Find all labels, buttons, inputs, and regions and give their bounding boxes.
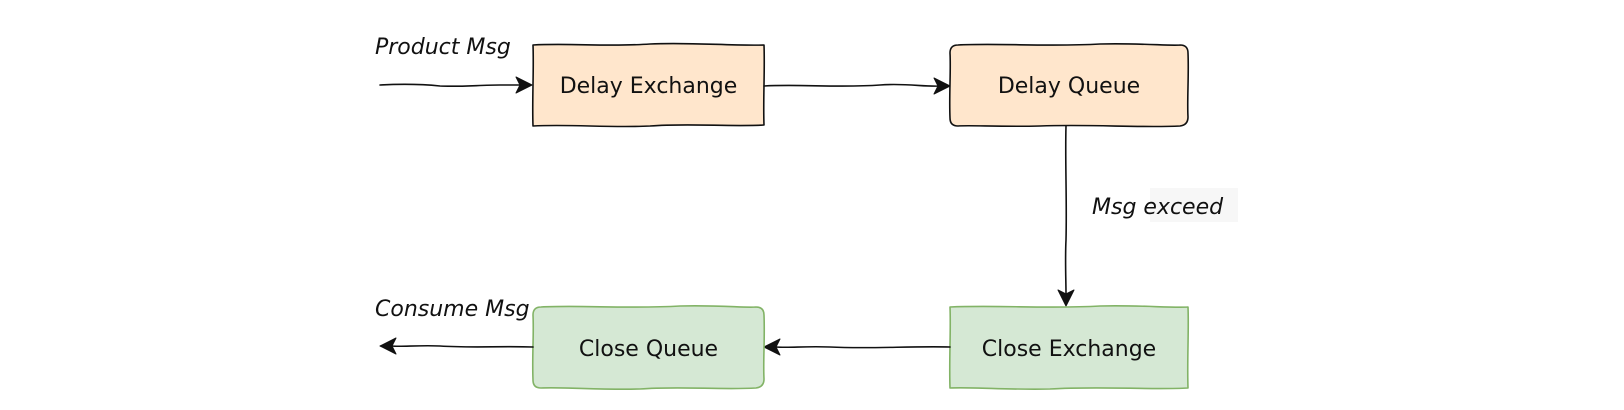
- edge-delay-queue-to-close-exchange-line: [1064, 125, 1068, 295]
- edge-consume-msg: [379, 337, 534, 355]
- edge-product-msg: [379, 76, 533, 94]
- edge-product-msg-line: [379, 83, 521, 88]
- node-delay-queue[interactable]: Delay Queue: [948, 43, 1190, 128]
- node-delay-queue-box: [948, 43, 1190, 128]
- edge-delay-exchange-to-delay-queue-line: [763, 83, 941, 87]
- node-close-exchange-box: [948, 305, 1190, 390]
- edge-consume-msg-arrowhead: [379, 337, 397, 355]
- edge-label-consume-msg: Consume Msg: [375, 297, 530, 322]
- edge-close-exchange-to-close-queue: [763, 338, 951, 356]
- node-delay-exchange-label: Delay Exchange: [560, 74, 738, 99]
- edge-delay-queue-to-close-exchange: [1057, 125, 1075, 307]
- edge-delay-exchange-to-delay-queue: [763, 77, 951, 95]
- edge-product-msg-arrowhead: [515, 76, 533, 94]
- edge-label-msg-exceed-background: [1150, 188, 1238, 222]
- edge-close-exchange-to-close-queue-line: [775, 345, 951, 349]
- node-close-queue-label: Close Queue: [579, 337, 718, 362]
- edge-delay-exchange-to-delay-queue-arrowhead: [933, 77, 951, 95]
- node-delay-exchange[interactable]: Delay Exchange: [531, 42, 766, 128]
- node-delay-queue-label: Delay Queue: [998, 74, 1140, 99]
- node-close-exchange[interactable]: Close Exchange: [948, 305, 1190, 390]
- edge-label-msg-exceed: Msg exceed: [1092, 195, 1224, 220]
- edge-label-product-msg: Product Msg: [375, 35, 511, 60]
- edge-delay-queue-to-close-exchange-arrowhead: [1057, 289, 1075, 307]
- node-close-queue[interactable]: Close Queue: [531, 305, 766, 390]
- node-delay-exchange-box: [531, 42, 766, 128]
- node-close-queue-box: [531, 305, 766, 390]
- edge-consume-msg-line: [391, 344, 534, 348]
- edge-close-exchange-to-close-queue-arrowhead: [763, 338, 781, 356]
- node-close-exchange-label: Close Exchange: [982, 337, 1156, 362]
